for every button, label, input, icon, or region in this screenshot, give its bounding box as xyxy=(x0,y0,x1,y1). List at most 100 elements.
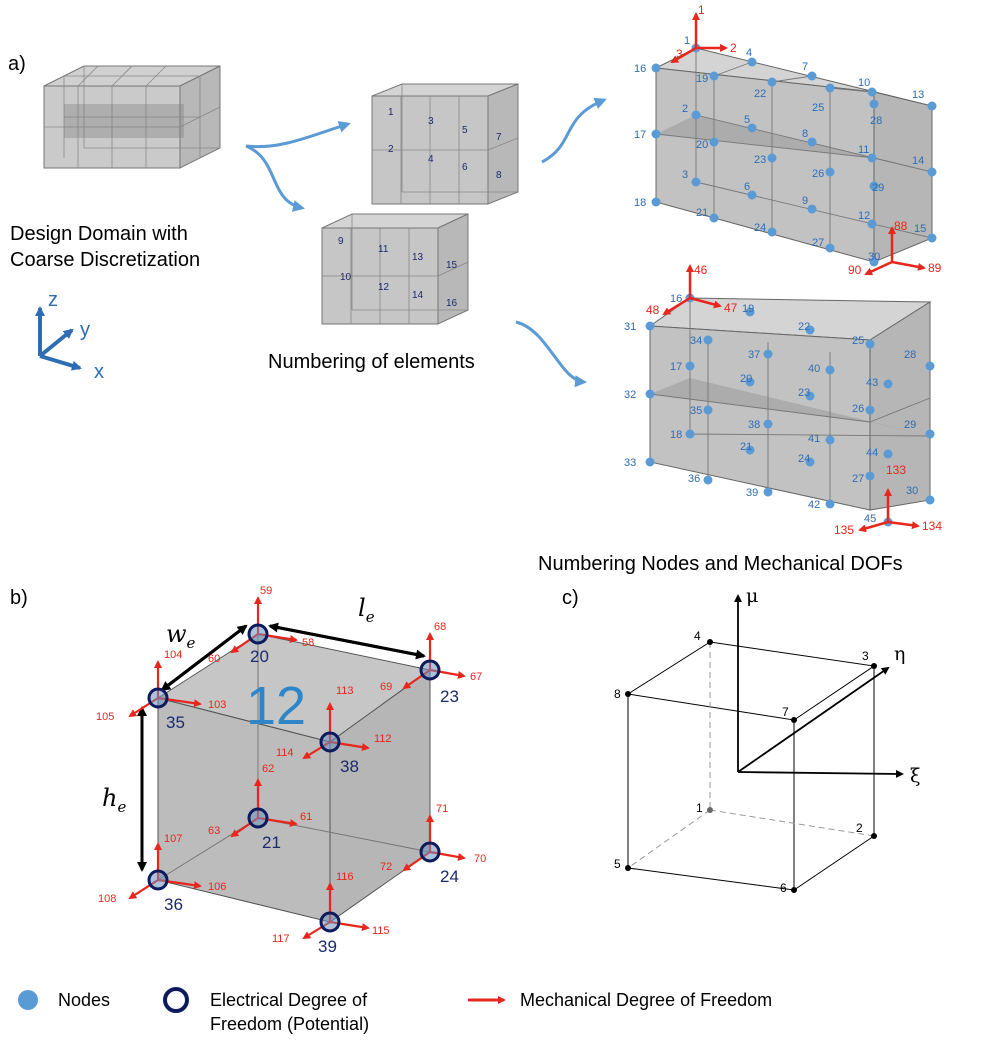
svg-text:29: 29 xyxy=(872,182,884,194)
svg-text:24: 24 xyxy=(798,453,810,465)
b-dof-labels: 58 59 60 67 68 69 103 104 105 112 113 11… xyxy=(96,585,486,945)
svg-text:36: 36 xyxy=(688,473,700,485)
svg-text:23: 23 xyxy=(754,154,766,166)
svg-text:22: 22 xyxy=(798,321,810,333)
svg-text:103: 103 xyxy=(208,699,226,711)
svg-text:28: 28 xyxy=(904,349,916,361)
svg-text:17: 17 xyxy=(670,361,682,373)
svg-text:62: 62 xyxy=(262,763,274,775)
global-axes xyxy=(35,306,82,371)
svg-text:21: 21 xyxy=(262,833,281,852)
b-electrical-rings xyxy=(147,623,441,933)
legend-electrical-marker xyxy=(163,987,189,1013)
svg-text:2: 2 xyxy=(856,821,863,835)
svg-text:25: 25 xyxy=(812,102,824,114)
legend-nodes-label: Nodes xyxy=(58,990,110,1010)
svg-text:112: 112 xyxy=(374,733,392,745)
ref-cube-c xyxy=(626,641,876,891)
panel-a-label: a) xyxy=(8,53,26,75)
svg-text:88: 88 xyxy=(894,219,908,233)
svg-text:5: 5 xyxy=(462,125,468,136)
svg-text:70: 70 xyxy=(474,853,486,865)
svg-text:2: 2 xyxy=(730,41,737,55)
svg-text:89: 89 xyxy=(928,261,942,275)
svg-text:20: 20 xyxy=(696,139,708,151)
svg-text:22: 22 xyxy=(754,88,766,100)
svg-text:39: 39 xyxy=(746,487,758,499)
svg-text:59: 59 xyxy=(260,585,272,597)
top-node-labels: 1 2 3 4 5 6 7 8 9 10 11 12 13 14 15 16 1… xyxy=(634,35,926,263)
svg-text:9: 9 xyxy=(802,195,808,207)
svg-text:18: 18 xyxy=(634,197,646,209)
svg-text:38: 38 xyxy=(748,419,760,431)
dim-h-label: he xyxy=(102,784,126,816)
svg-text:133: 133 xyxy=(886,463,906,477)
svg-text:115: 115 xyxy=(372,925,390,937)
svg-text:1: 1 xyxy=(696,801,703,815)
svg-text:114: 114 xyxy=(276,747,294,759)
svg-text:7: 7 xyxy=(782,705,789,719)
dim-l-label: le xyxy=(358,594,375,626)
svg-text:33: 33 xyxy=(624,457,636,469)
svg-text:28: 28 xyxy=(870,115,882,127)
svg-text:20: 20 xyxy=(740,373,752,385)
svg-text:58: 58 xyxy=(302,637,314,649)
element-number-12: 12 xyxy=(246,676,306,736)
domain-caption-line1: Design Domain with xyxy=(10,223,188,245)
svg-text:21: 21 xyxy=(740,441,752,453)
svg-text:12: 12 xyxy=(378,282,390,293)
svg-text:9: 9 xyxy=(338,236,344,247)
svg-text:7: 7 xyxy=(802,61,808,73)
svg-text:71: 71 xyxy=(436,803,448,815)
svg-text:18: 18 xyxy=(670,429,682,441)
axis-eta-label: η xyxy=(894,643,905,665)
svg-text:1: 1 xyxy=(684,35,690,47)
svg-text:135: 135 xyxy=(834,523,854,537)
elements-block-top xyxy=(371,83,519,205)
svg-text:15: 15 xyxy=(914,223,926,235)
svg-text:63: 63 xyxy=(208,825,220,837)
svg-text:105: 105 xyxy=(96,711,114,723)
svg-text:106: 106 xyxy=(208,881,226,893)
svg-text:21: 21 xyxy=(696,207,708,219)
svg-text:4: 4 xyxy=(746,47,752,59)
svg-text:24: 24 xyxy=(440,867,459,886)
svg-text:30: 30 xyxy=(868,251,880,263)
svg-text:30: 30 xyxy=(906,485,918,497)
svg-text:26: 26 xyxy=(852,403,864,415)
svg-text:107: 107 xyxy=(164,833,182,845)
c-node-dots xyxy=(625,639,877,893)
axis-xi-label: ξ xyxy=(910,765,920,787)
svg-text:16: 16 xyxy=(446,298,458,309)
c-node-labels: 1 2 3 4 5 6 7 8 xyxy=(614,629,869,895)
top-dof-labels: 1 2 3 88 89 90 xyxy=(676,3,942,277)
top-dof-arrows xyxy=(670,12,926,276)
svg-text:43: 43 xyxy=(866,377,878,389)
svg-text:31: 31 xyxy=(624,321,636,333)
svg-text:67: 67 xyxy=(470,671,482,683)
svg-text:14: 14 xyxy=(412,290,424,301)
numbering-elements-caption: Numbering of elements xyxy=(268,351,475,373)
svg-text:60: 60 xyxy=(208,653,220,665)
panel-b-label: b) xyxy=(10,587,28,609)
svg-text:38: 38 xyxy=(340,757,359,776)
svg-text:1: 1 xyxy=(388,107,394,118)
svg-text:117: 117 xyxy=(272,933,290,945)
axis-mu-label: μ xyxy=(746,585,758,607)
svg-text:39: 39 xyxy=(318,937,337,956)
svg-text:5: 5 xyxy=(614,857,621,871)
svg-text:13: 13 xyxy=(912,89,924,101)
svg-text:3: 3 xyxy=(428,116,434,127)
svg-text:24: 24 xyxy=(754,222,766,234)
svg-text:36: 36 xyxy=(164,895,183,914)
svg-text:6: 6 xyxy=(780,881,787,895)
svg-text:19: 19 xyxy=(742,303,754,315)
svg-text:20: 20 xyxy=(250,647,269,666)
svg-text:8: 8 xyxy=(802,128,808,140)
ref-axes-c xyxy=(734,594,904,778)
svg-text:1: 1 xyxy=(698,3,705,17)
svg-text:27: 27 xyxy=(852,473,864,485)
svg-text:4: 4 xyxy=(428,154,434,165)
svg-text:13: 13 xyxy=(412,252,424,263)
svg-text:10: 10 xyxy=(340,272,352,283)
